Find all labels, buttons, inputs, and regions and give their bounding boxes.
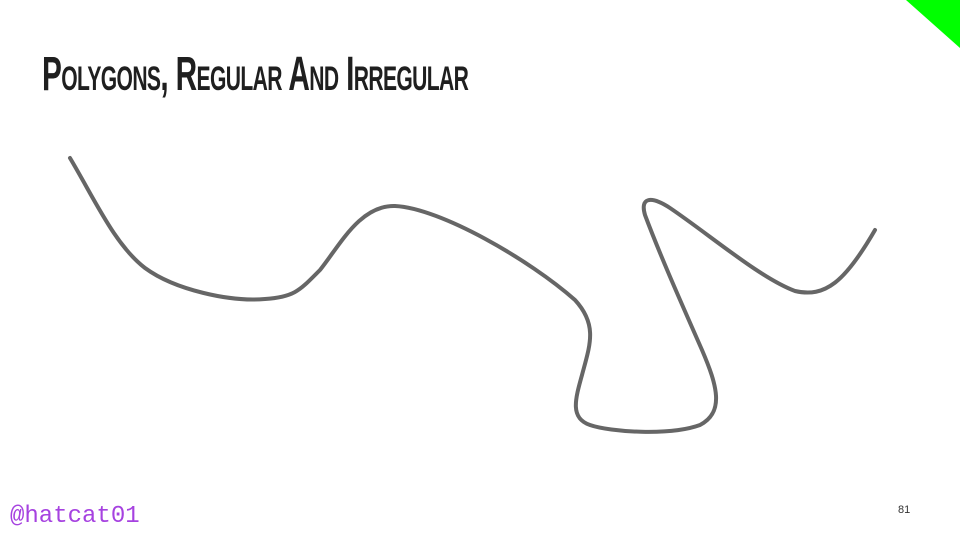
author-handle: @hatcat01 <box>10 503 140 530</box>
page-number: 81 <box>898 504 911 516</box>
corner-accent-triangle <box>906 0 960 48</box>
slide-title: Polygons, Regular And Irregular <box>42 48 469 101</box>
freehand-open-curve <box>68 156 877 434</box>
